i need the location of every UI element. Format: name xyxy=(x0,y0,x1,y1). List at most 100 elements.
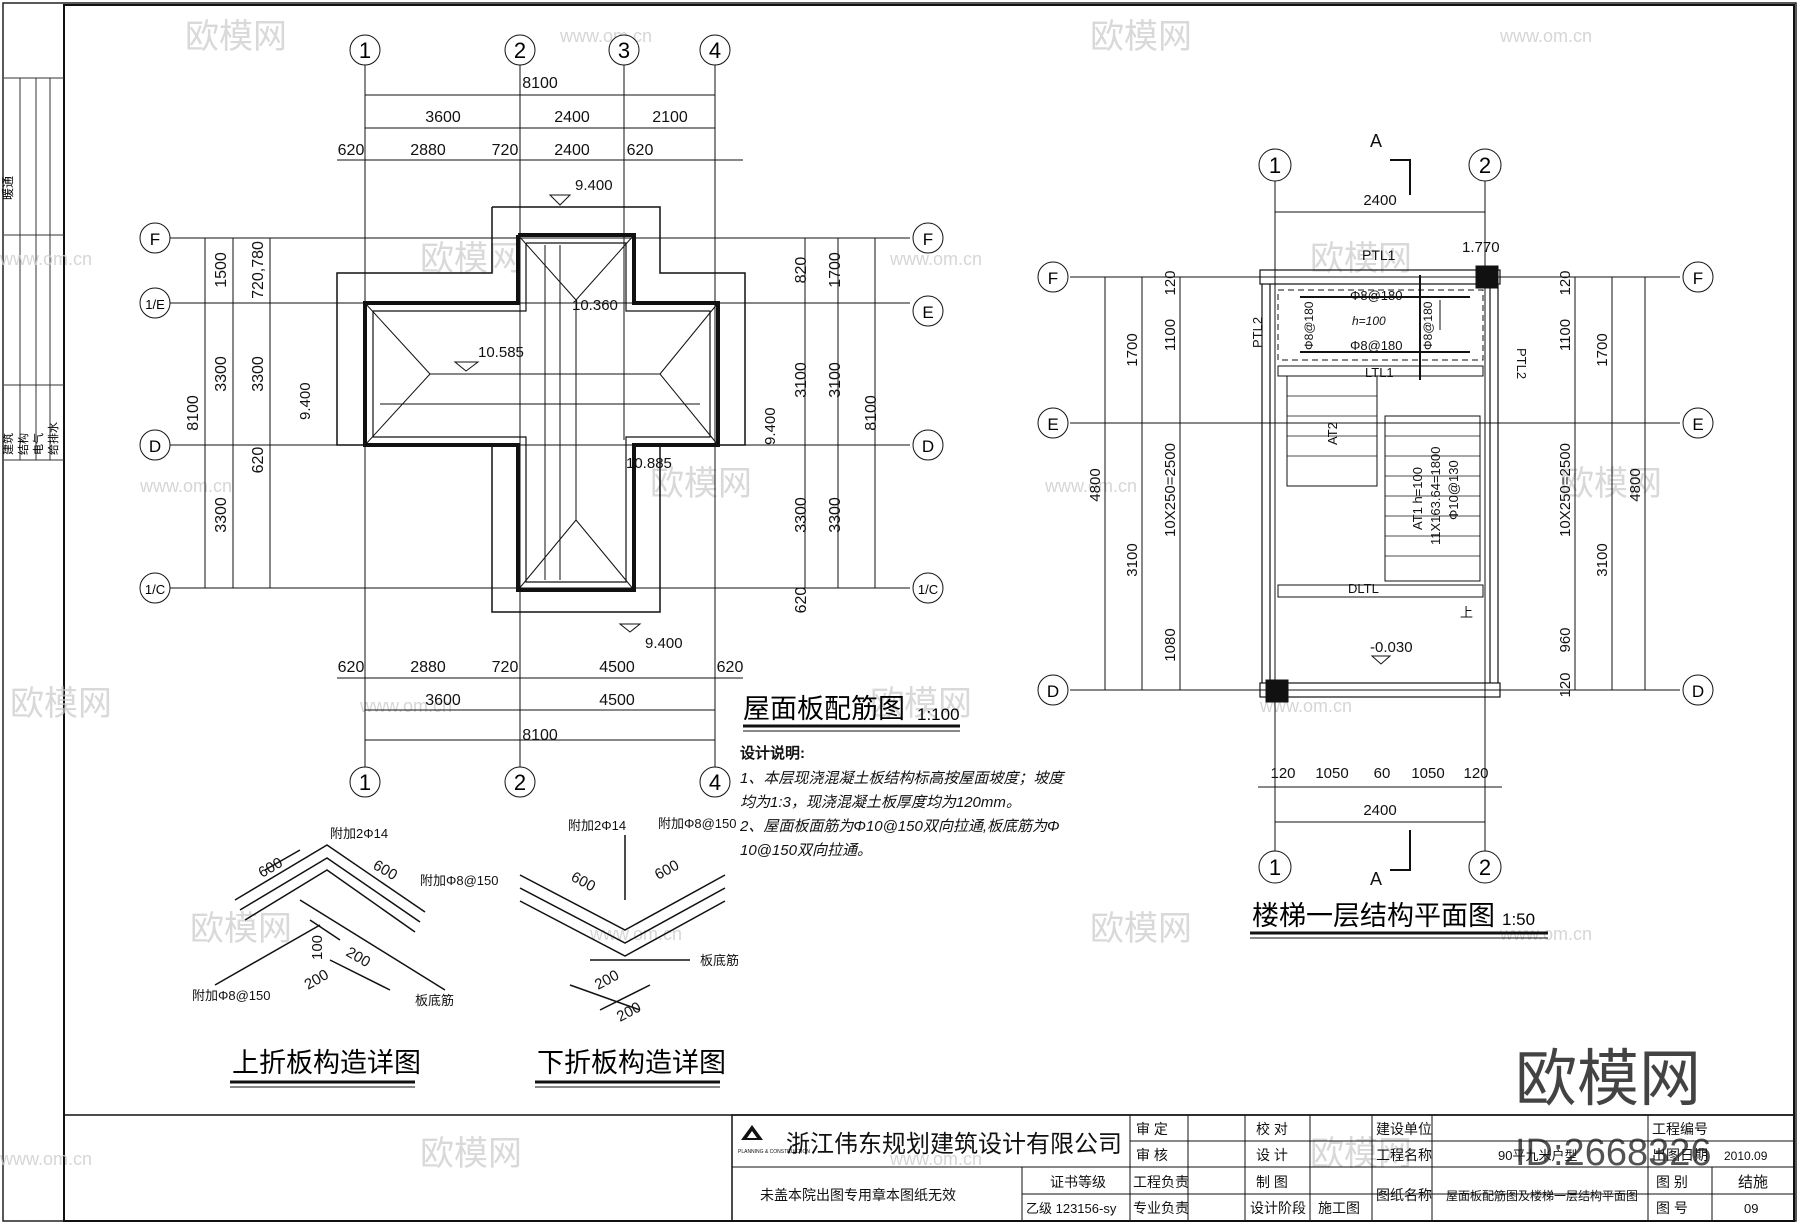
dim-text: 60 xyxy=(1374,765,1391,782)
logo-text: PLANNING & CONSTRUCTION xyxy=(738,1149,810,1155)
dim-text: 3100 xyxy=(1594,543,1611,576)
axis-bubble xyxy=(912,572,944,604)
axis-bubble xyxy=(1037,407,1069,439)
elevation-label: 10.585 xyxy=(478,344,524,361)
elevation-label: 9.400 xyxy=(762,407,779,445)
watermark-brand: 欧模网 xyxy=(1090,17,1192,57)
role-label: 审 核 xyxy=(1136,1147,1168,1163)
axis-bubble xyxy=(699,34,731,66)
rebar-label: Φ8@180 xyxy=(1302,301,1316,350)
detail-upper-fold: 附加2Φ14 附加Φ8@150 附加Φ8@150 板底筋 600 600 100… xyxy=(192,826,499,1088)
watermark-brand: 欧模网 xyxy=(185,17,287,57)
category-value: 结施 xyxy=(1738,1174,1768,1191)
role-label: 设 计 xyxy=(1256,1147,1288,1163)
stair-labels: A A 2400 2400 120 1050 60 1050 120 4800 … xyxy=(1087,131,1644,889)
axis-bubble xyxy=(1258,148,1292,182)
dim-text: 120 xyxy=(1463,765,1488,782)
strip-label-plumb: 给排水 xyxy=(46,422,60,455)
axis-bubble xyxy=(1682,261,1714,293)
stair-label: AT1 h=100 xyxy=(1410,467,1425,530)
watermark-url: www.om.cn xyxy=(1499,26,1592,46)
watermark-url: www.om.cn xyxy=(0,1149,92,1169)
dim-text: 720 xyxy=(492,659,519,676)
axis-bubble xyxy=(504,766,536,798)
info-label: 建设单位 xyxy=(1376,1121,1432,1137)
detail-dim: 600 xyxy=(652,857,682,884)
axis-bubble xyxy=(1682,407,1714,439)
roof-elevations: 9.400 10.360 10.585 9.400 9.400 10.885 9… xyxy=(297,177,779,652)
inner-frame xyxy=(63,4,1795,1222)
watermark-brand: 欧模网 xyxy=(870,684,972,724)
watermark-brand: 欧模网 xyxy=(1090,909,1192,949)
roof-title: 屋面板配筋图 1:100 xyxy=(743,694,960,732)
dim-text: 620 xyxy=(338,659,365,676)
notes-heading: 设计说明: xyxy=(740,744,805,762)
dim-text: 3100 xyxy=(793,362,810,398)
axis-label: E xyxy=(922,303,933,322)
stamp-note: 未盖本院出图专用章本图纸无效 xyxy=(760,1187,956,1203)
dim-text: 2400 xyxy=(554,142,590,159)
detail-dim: 100 xyxy=(309,935,326,960)
dim-text: 2880 xyxy=(410,659,446,676)
notes-line: 2、屋面板面筋为Φ10@150双向拉通,板底筋为Φ xyxy=(739,818,1060,835)
drawing-title: 屋面板配筋图 xyxy=(743,694,905,725)
title-block xyxy=(64,1114,1795,1222)
watermark-url: www.om.cn xyxy=(559,26,652,46)
title-block-texts: 浙江伟东规划建筑设计有限公司 未盖本院出图专用章本图纸无效 证书等级 乙级 12… xyxy=(760,1121,1768,1216)
dim-text: 720,780 xyxy=(250,241,267,299)
dim-text: 10X250=2500 xyxy=(1557,443,1574,537)
dim-text: 1500 xyxy=(213,252,230,288)
company-logo-icon: PLANNING & CONSTRUCTION xyxy=(738,1125,810,1155)
up-label: 上 xyxy=(1460,606,1473,621)
watermark-url: www.om.cn xyxy=(139,476,232,496)
drawing-scale: 1:50 xyxy=(1502,910,1535,929)
watermark-url: www.om.cn xyxy=(889,249,982,269)
dim-text: 4500 xyxy=(599,692,635,709)
stair-label: Φ10@130 xyxy=(1446,460,1461,520)
dim-text: 1050 xyxy=(1315,765,1348,782)
dim-text: 3100 xyxy=(1124,543,1141,576)
axis-label: D xyxy=(149,437,161,456)
axis-bubble xyxy=(1037,261,1069,293)
axis-label: D xyxy=(1047,682,1059,701)
axis-bubble xyxy=(1037,674,1069,706)
dim-text: 2100 xyxy=(652,109,688,126)
dim-text: 3600 xyxy=(425,109,461,126)
date-value: 2010.09 xyxy=(1724,1149,1768,1163)
project-name: 90平九米户型 xyxy=(1498,1148,1577,1163)
detail-label: 板底筋 xyxy=(415,993,454,1008)
left-strip: 暖通 建筑 结构 电气 给排水 xyxy=(1,77,64,461)
axis-label: 1/E xyxy=(145,297,165,312)
elevation-label: 9.400 xyxy=(575,177,613,194)
axis-label: 1 xyxy=(359,38,371,63)
dim-text: 2400 xyxy=(554,109,590,126)
notes-line: 均为1:3，现浇混凝土板厚度均为120mm。 xyxy=(740,794,1021,811)
dim-text: 8100 xyxy=(522,727,558,744)
axis-label: D xyxy=(922,437,934,456)
right-label: 图 别 xyxy=(1656,1174,1688,1190)
beam-label: DLTL xyxy=(1348,581,1379,596)
number-value: 09 xyxy=(1744,1201,1758,1216)
axis-label: F xyxy=(1693,269,1703,288)
dim-text: 120 xyxy=(1270,765,1295,782)
watermark-url: www.om.cn xyxy=(359,696,452,716)
detail-dim: 600 xyxy=(370,857,400,884)
axis-bubble xyxy=(699,766,731,798)
dim-text: 4800 xyxy=(1087,468,1104,501)
dim-text: 3300 xyxy=(250,356,267,392)
elevation-label: 1.770 xyxy=(1462,239,1500,256)
detail-title: 上折板构造详图 xyxy=(232,1048,421,1079)
role-label: 工程负责 xyxy=(1133,1174,1189,1190)
dim-text: 3300 xyxy=(827,497,844,533)
drawing-name: 屋面板配筋图及楼梯一层结构平面图 xyxy=(1446,1188,1638,1203)
stair-plan xyxy=(1070,159,1680,871)
axis-bubble xyxy=(139,429,171,461)
dim-text: 3100 xyxy=(827,362,844,398)
detail-dim: 200 xyxy=(302,966,332,993)
axis-label: 1/C xyxy=(145,582,165,597)
dim-text: 1700 xyxy=(1594,333,1611,366)
elevation-label: 9.400 xyxy=(645,635,683,652)
dim-text: 120 xyxy=(1557,270,1574,295)
roof-plan xyxy=(168,62,910,770)
detail-dim: 600 xyxy=(256,854,286,881)
